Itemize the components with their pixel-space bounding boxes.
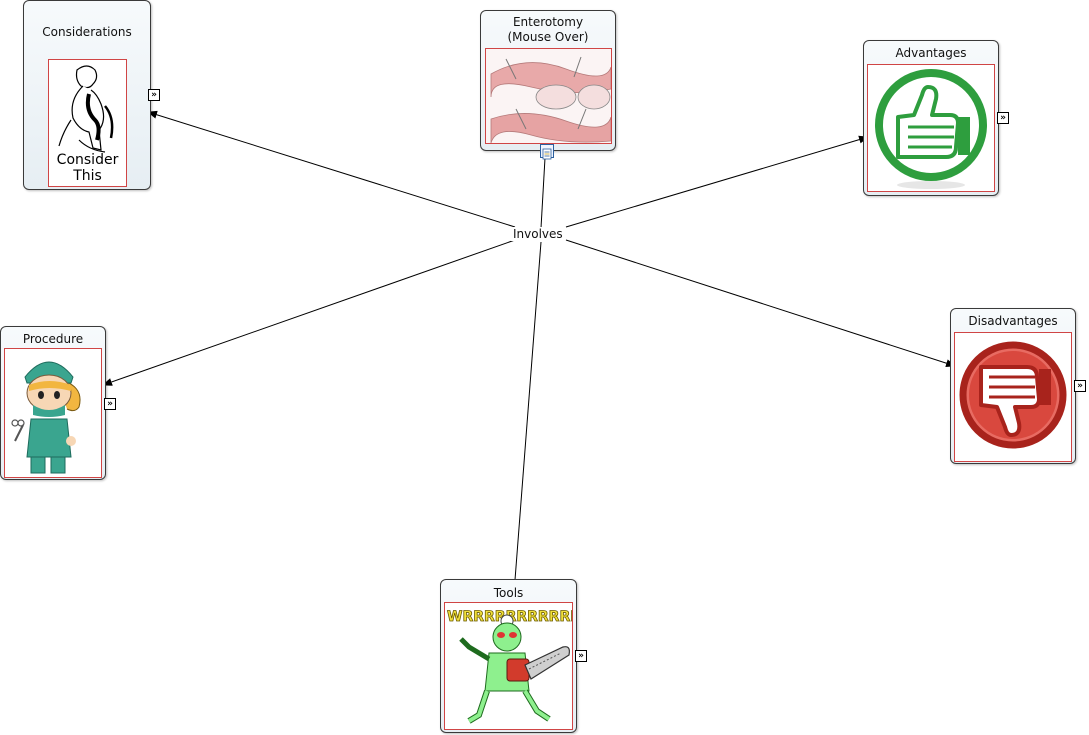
- node-title-procedure: Procedure: [22, 332, 84, 346]
- title-line2: (Mouse Over): [507, 30, 589, 44]
- node-title-enterotomy: Enterotomy (Mouse Over): [481, 15, 615, 45]
- node-title-tools: Tools: [493, 586, 524, 600]
- expand-considerations-icon[interactable]: »: [148, 89, 160, 101]
- concept-advantages[interactable]: Advantages: [863, 40, 999, 196]
- title-line1: Enterotomy: [512, 15, 584, 29]
- concept-disadvantages[interactable]: Disadvantages: [950, 308, 1076, 464]
- consider-this-caption: Consider This: [49, 152, 126, 184]
- concept-considerations[interactable]: Considerations Consider This: [23, 0, 151, 190]
- link-to-advantages: [565, 135, 869, 228]
- expand-tools-icon[interactable]: »: [575, 650, 587, 662]
- expand-advantages-icon[interactable]: »: [997, 112, 1009, 124]
- link-center-to-hub: [540, 157, 546, 229]
- thinker-statue-illustration: Consider This: [48, 59, 127, 187]
- document-icon[interactable]: [540, 144, 554, 160]
- link-to-considerations: [147, 110, 516, 228]
- thumbs-up-icon: [867, 64, 995, 192]
- caption-line2: This: [73, 168, 102, 184]
- surgeon-nurse-illustration: [4, 348, 102, 478]
- node-title-disadvantages: Disadvantages: [968, 314, 1058, 328]
- concept-tools[interactable]: Tools WRRRRRRRRRRR: [440, 579, 577, 733]
- link-label-involves[interactable]: Involves: [511, 227, 565, 241]
- concept-procedure[interactable]: Procedure: [0, 326, 106, 480]
- node-title-considerations: Considerations: [42, 25, 132, 39]
- intestine-surgery-illustration: [485, 48, 612, 144]
- concept-enterotomy[interactable]: Enterotomy (Mouse Over): [480, 10, 616, 151]
- link-to-disadvantages: [565, 239, 956, 368]
- expand-disadvantages-icon[interactable]: »: [1074, 380, 1086, 392]
- node-title-advantages: Advantages: [895, 46, 967, 60]
- link-to-tools: [514, 241, 542, 581]
- expand-procedure-icon[interactable]: »: [104, 398, 116, 410]
- thumbs-down-icon: [954, 332, 1072, 462]
- link-to-procedure: [102, 239, 516, 386]
- caption-line1: Consider: [56, 152, 119, 168]
- chainsaw-surgeon-illustration: WRRRRRRRRRRR: [444, 602, 573, 730]
